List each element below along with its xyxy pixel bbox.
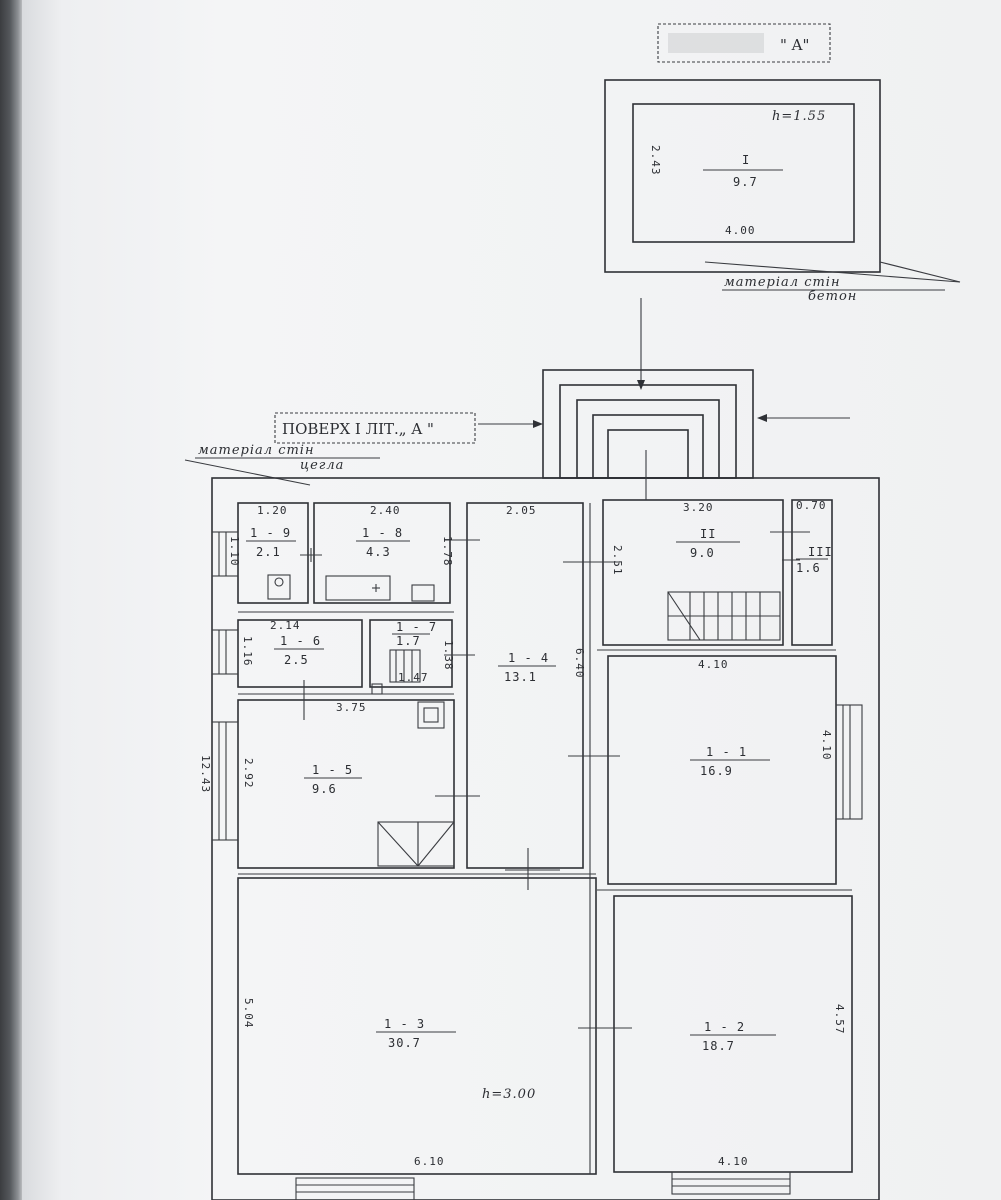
room-1-9-id: 1 - 9 <box>250 526 291 540</box>
room-III-area: 1.6 <box>796 561 821 575</box>
house-material-value: цегла <box>300 458 344 473</box>
room-1-2-area: 18.7 <box>702 1039 735 1053</box>
house-material-label: матерiал стiн <box>198 443 315 458</box>
outbuilding-room-area: 9.7 <box>733 175 758 189</box>
staircase <box>667 591 781 641</box>
dim-6-10: 6.10 <box>414 1155 445 1168</box>
stamp-top-text: " A" <box>780 36 809 54</box>
room-1-6-id: 1 - 6 <box>280 634 321 648</box>
dim-1-16: 1.16 <box>241 636 254 667</box>
room-1-4 <box>466 502 584 869</box>
house-walls <box>211 450 880 1200</box>
stamp-top: " A" <box>657 23 831 63</box>
room-1-7-id: 1 - 7 <box>396 620 437 634</box>
dimension-labels: 1.20 2.40 2.05 3.20 0.70 2.14 1.47 4.10 … <box>199 499 846 1168</box>
outbuilding-material-value: бетон <box>808 289 857 304</box>
room-III <box>791 499 833 646</box>
room-III-id: III <box>808 545 833 559</box>
outbuilding-depth: 2.43 <box>649 145 662 176</box>
dim-12-43: 12.43 <box>199 755 212 793</box>
room-1-4-id: 1 - 4 <box>508 651 549 665</box>
dim-4-57: 4.57 <box>833 1004 846 1035</box>
room-1-7-area: 1.7 <box>396 634 421 648</box>
room-1-8-area: 4.3 <box>366 545 391 559</box>
room-1-2 <box>613 895 853 1173</box>
room-II <box>602 499 784 646</box>
room-1-3-area: 30.7 <box>388 1036 421 1050</box>
dim-2-40: 2.40 <box>370 504 401 517</box>
chimney <box>542 369 754 479</box>
dim-1-47: 1.47 <box>398 671 429 684</box>
room-1-1-area: 16.9 <box>700 764 733 778</box>
dim-4-10-c: 4.10 <box>718 1155 749 1168</box>
dim-6-40: 6.40 <box>573 648 586 679</box>
room-1-5-id: 1 - 5 <box>312 763 353 777</box>
dim-4-10-b: 4.10 <box>820 730 833 761</box>
outbuilding-material-label: матерiал стiн <box>724 275 841 290</box>
fixtures <box>267 574 455 867</box>
dim-1-10: 1.10 <box>228 536 241 567</box>
room-1-6-area: 2.5 <box>284 653 309 667</box>
room-1-9-area: 2.1 <box>256 545 281 559</box>
dim-1-38: 1.38 <box>442 640 455 671</box>
room-1-5 <box>237 699 455 869</box>
dim-4-10-a: 4.10 <box>698 658 729 671</box>
dim-2-05: 2.05 <box>506 504 537 517</box>
stamp-floor-text: ПОВЕРХ I ЛIТ.„ A " <box>282 420 434 438</box>
outbuilding: I 9.7 h=1.55 4.00 2.43 матерiал стiн бет… <box>604 79 961 304</box>
dim-2-51: 2.51 <box>611 545 624 576</box>
room-1-2-id: 1 - 2 <box>704 1020 745 1034</box>
dim-2-14: 2.14 <box>270 619 301 632</box>
outbuilding-width: 4.00 <box>725 224 756 237</box>
room-1-8 <box>313 502 451 604</box>
dim-2-92: 2.92 <box>242 758 255 789</box>
section-arrows <box>478 298 850 428</box>
outbuilding-room-id: I <box>742 153 750 167</box>
house-material-note: матерiал стiн цегла <box>184 443 380 486</box>
room-1-8-id: 1 - 8 <box>362 526 403 540</box>
dim-3-20: 3.20 <box>683 501 714 514</box>
dim-1-20: 1.20 <box>257 504 288 517</box>
dim-0-70: 0.70 <box>796 499 827 512</box>
stamp-floor: ПОВЕРХ I ЛIТ.„ A " <box>274 412 476 444</box>
room-1-3-id: 1 - 3 <box>384 1017 425 1031</box>
room-1-3 <box>237 877 597 1175</box>
binder-edge <box>0 0 22 1200</box>
paper-sheet <box>22 0 1001 1200</box>
outbuilding-height: h=1.55 <box>772 109 826 124</box>
room-1-4-area: 13.1 <box>504 670 537 684</box>
room-1-1-id: 1 - 1 <box>706 745 747 759</box>
room-II-id: II <box>700 527 716 541</box>
house-height: h=3.00 <box>482 1087 536 1102</box>
room-1-7 <box>369 619 453 688</box>
room-labels: 1 - 9 2.1 1 - 8 4.3 1 - 6 2.5 1 - 7 1.7 … <box>246 526 833 1102</box>
dim-5-04: 5.04 <box>242 998 255 1029</box>
room-1-5-area: 9.6 <box>312 782 337 796</box>
room-II-area: 9.0 <box>690 546 715 560</box>
dim-3-75: 3.75 <box>336 701 367 714</box>
dim-1-78: 1.78 <box>441 536 454 567</box>
